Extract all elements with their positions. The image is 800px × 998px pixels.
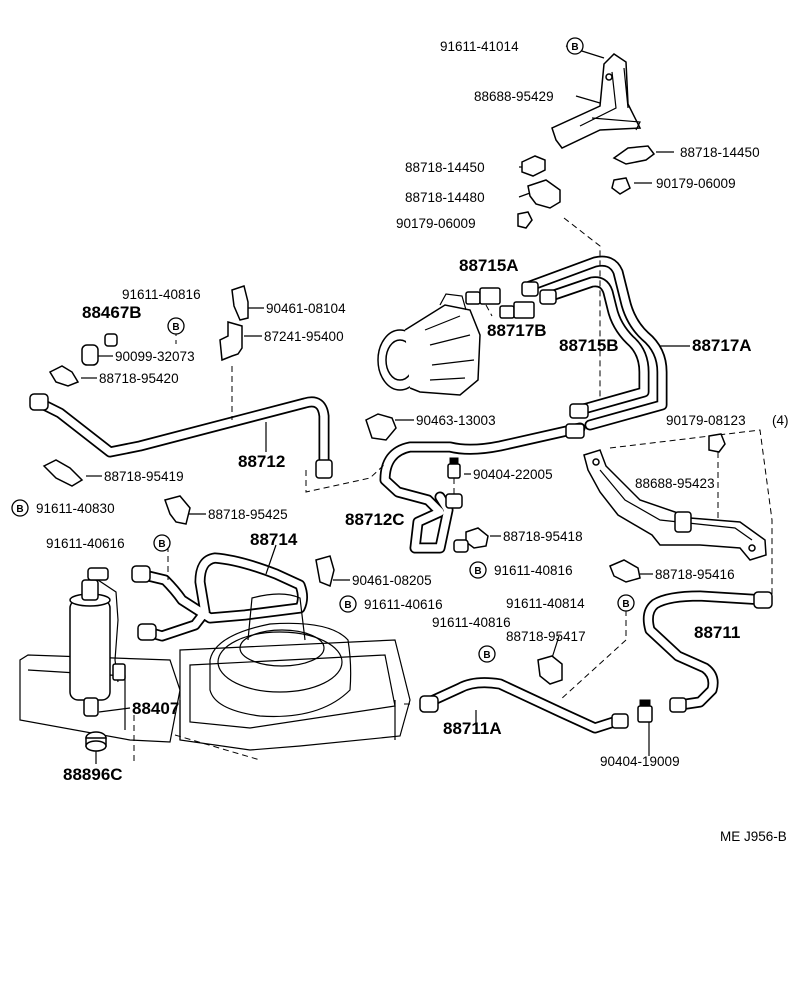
- label-91611-40816-c: 91611-40816: [432, 615, 511, 630]
- label-91611-40816-a: 91611-40816: [122, 287, 201, 302]
- label-87241-95400: 87241-95400: [264, 329, 344, 344]
- bolt-marker-letter: B: [158, 539, 165, 550]
- bolt-marker-letter: B: [344, 600, 351, 611]
- label-91611-40616-b: 91611-40616: [364, 597, 443, 612]
- label-90179-06009-a: 90179-06009: [656, 176, 736, 191]
- bracket-87241-95400: [219, 321, 243, 362]
- tube-88715A: [524, 255, 668, 431]
- clamp-88718-95419: [42, 459, 84, 487]
- label-91611-40830: 91611-40830: [36, 501, 115, 516]
- label-91611-40814: 91611-40814: [506, 596, 585, 611]
- tube-88711: [642, 590, 771, 711]
- label-90179-08123-qty: (4): [772, 413, 789, 428]
- label-88717B: 88717B: [487, 321, 547, 340]
- nut-90179-08123: [708, 433, 726, 453]
- clip-90461-08205: [315, 555, 335, 588]
- clamp-88718-14450-b: [612, 145, 656, 165]
- label-91611-41014: 91611-41014: [440, 39, 519, 54]
- diagram-reference-code: ME J956-B: [720, 829, 787, 844]
- label-88718-14450-b: 88718-14450: [680, 145, 760, 160]
- clamp-88718-14450-a: [521, 155, 546, 177]
- label-88896C: 88896C: [63, 765, 123, 784]
- label-88712C: 88712C: [345, 510, 405, 529]
- clip-90463-13003: [365, 413, 397, 441]
- bolt-marker-letter: B: [474, 566, 481, 577]
- label-88715A: 88715A: [459, 256, 519, 275]
- label-88718-95416: 88718-95416: [655, 567, 735, 582]
- label-88711: 88711: [694, 623, 740, 642]
- tube-88711A: [419, 677, 626, 734]
- compressor: [377, 293, 481, 396]
- label-90179-08123: 90179-08123: [666, 413, 746, 428]
- bolt-marker-letter: B: [16, 504, 23, 515]
- label-88688-95429: 88688-95429: [474, 89, 554, 104]
- tube-88712C: [379, 422, 586, 554]
- bolt-marker-letter: B: [622, 599, 629, 610]
- label-88711A: 88711A: [443, 719, 502, 738]
- clamp-88718-95420: [48, 365, 80, 387]
- label-88715B: 88715B: [559, 336, 619, 355]
- bolt-marker-40816-c: B: [478, 645, 496, 663]
- label-88718-14450-a: 88718-14450: [405, 160, 485, 175]
- bracket-88688-95423: [583, 449, 767, 561]
- clamp-88718-95418: [465, 527, 489, 549]
- label-88718-95420: 88718-95420: [99, 371, 179, 386]
- clamp-88718-14480: [527, 179, 561, 209]
- receiver-dryer-88407: [69, 567, 126, 717]
- bolt-marker-letter: B: [483, 650, 490, 661]
- label-91611-40816-b: 91611-40816: [494, 563, 573, 578]
- label-90099-32073: 90099-32073: [115, 349, 195, 364]
- label-88718-95418: 88718-95418: [503, 529, 583, 544]
- cushion-90099-32073: [81, 344, 99, 366]
- bolt-marker-40816-b: B: [469, 561, 487, 579]
- bolt-marker-40616-b: B: [339, 595, 357, 613]
- label-88467B: 88467B: [82, 303, 142, 322]
- clip-90461-08104: [231, 285, 249, 321]
- clamp-88718-95417: [537, 655, 563, 685]
- label-90179-06009-b: 90179-06009: [396, 216, 476, 231]
- bolt-marker-40616-a: B: [153, 534, 171, 552]
- bolt-marker-40830: B: [11, 499, 29, 517]
- clamp-88718-95416: [609, 559, 641, 583]
- bolt-marker-letter: B: [172, 322, 179, 333]
- label-88714: 88714: [250, 530, 298, 549]
- label-88718-95417: 88718-95417: [506, 629, 586, 644]
- fittings: [29, 281, 773, 729]
- nut-90179-06009-b: [517, 211, 533, 229]
- label-88718-95419: 88718-95419: [104, 469, 184, 484]
- label-88407: 88407: [132, 699, 179, 718]
- tube-88712: [34, 396, 330, 471]
- switch-90404-19009: [637, 699, 653, 723]
- label-88718-95425: 88718-95425: [208, 507, 288, 522]
- grommet-88467B: [104, 333, 118, 347]
- label-90404-19009: 90404-19009: [600, 754, 680, 769]
- bolt-marker-letter: B: [571, 42, 578, 53]
- bolt-marker-40816-a: B: [167, 317, 185, 335]
- bolt-marker-41014: B: [566, 37, 584, 55]
- bolt-marker-40814: B: [617, 594, 635, 612]
- label-90461-08205: 90461-08205: [352, 573, 432, 588]
- label-90463-13003: 90463-13003: [416, 413, 496, 428]
- label-88718-14480: 88718-14480: [405, 190, 485, 205]
- nut-90179-06009-a: [611, 177, 631, 195]
- label-90404-22005: 90404-22005: [473, 467, 553, 482]
- label-88688-95423: 88688-95423: [635, 476, 715, 491]
- tube-88714: [134, 552, 308, 642]
- bracket-88688-95429: [551, 53, 642, 149]
- switch-90404-22005: [447, 457, 461, 479]
- label-91611-40616-a: 91611-40616: [46, 536, 125, 551]
- cap-88896C: [85, 731, 107, 752]
- tube-88715B: [542, 276, 650, 416]
- label-88712: 88712: [238, 452, 285, 471]
- label-88717A: 88717A: [692, 336, 752, 355]
- bracket-88718-95425: [164, 495, 191, 525]
- label-90461-08104: 90461-08104: [266, 301, 346, 316]
